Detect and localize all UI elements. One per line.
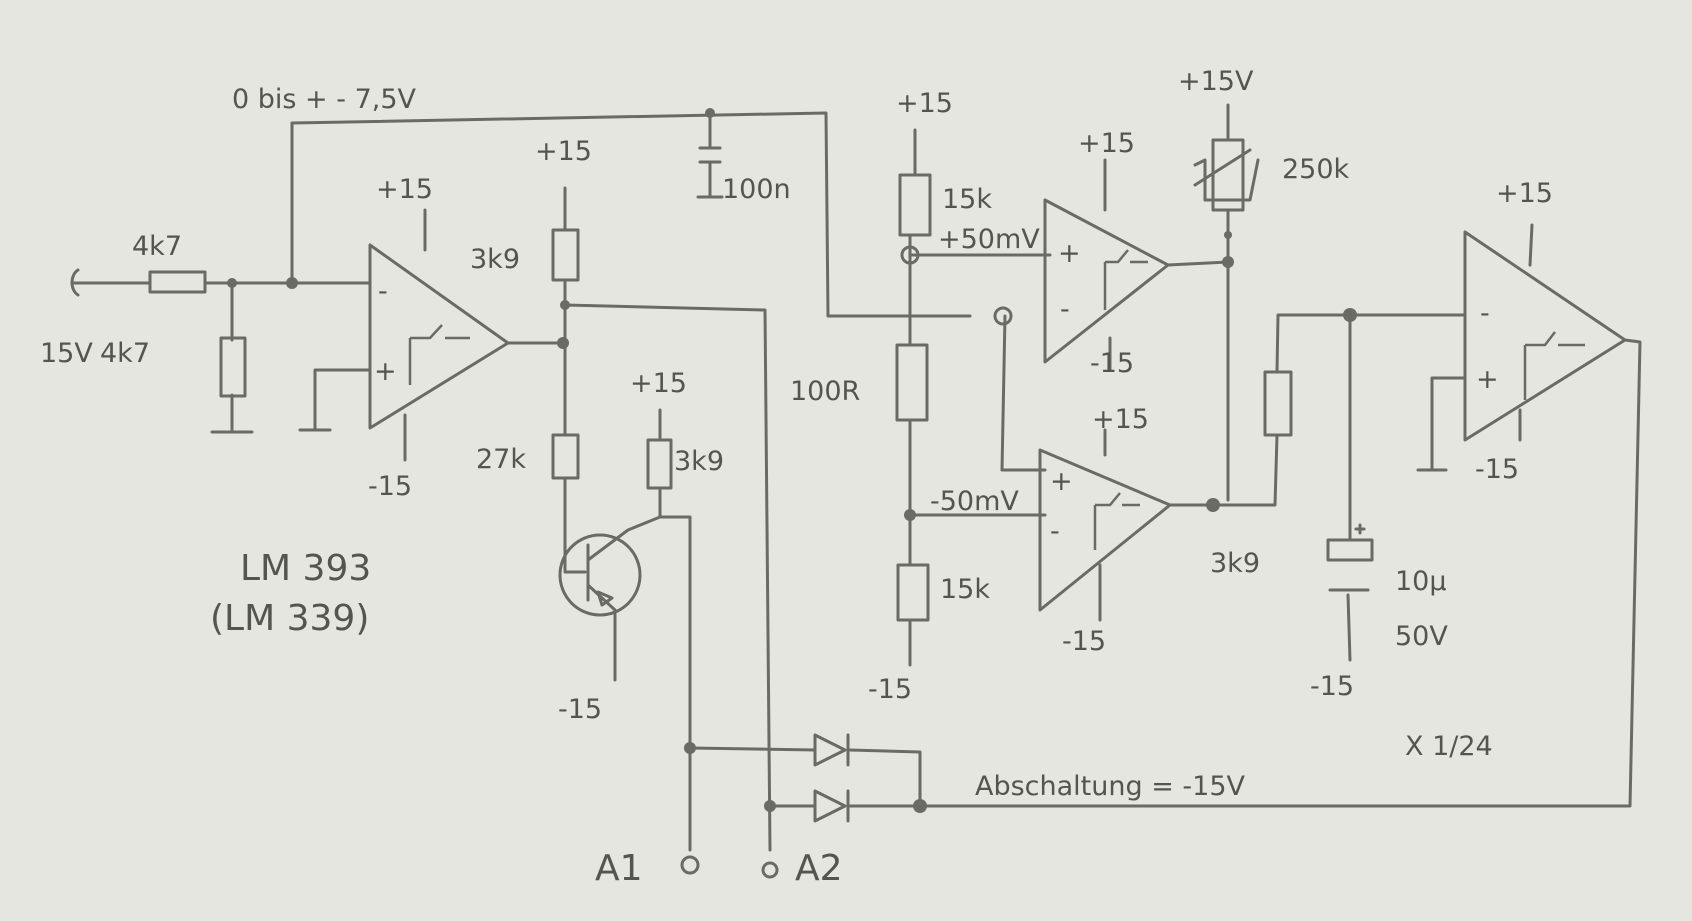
label-c2-vp: +15 bbox=[1078, 128, 1135, 159]
label-c4-vn: -15 bbox=[1475, 454, 1519, 485]
resistor-3k9-base bbox=[646, 438, 673, 490]
label-div-r2: 100R bbox=[790, 376, 860, 407]
resistor-100r bbox=[895, 343, 929, 422]
resistor-3k9-output bbox=[1263, 370, 1293, 437]
diode-1 bbox=[813, 733, 850, 767]
diode-2 bbox=[813, 789, 850, 823]
label-r1: 4k7 bbox=[132, 231, 182, 262]
label-div-r1: 15k bbox=[942, 184, 992, 215]
label-x124: X 1/24 bbox=[1405, 731, 1493, 762]
label-q-v: +15 bbox=[630, 368, 687, 399]
label-a2: A2 bbox=[795, 848, 843, 889]
comparator-2 bbox=[1043, 198, 1170, 364]
junctions bbox=[70, 108, 1357, 879]
label-q-emit: -15 bbox=[558, 694, 602, 725]
terminal-a1 bbox=[680, 855, 700, 875]
label-c1-vp: +15 bbox=[376, 174, 433, 205]
label-cap2-v: 50V bbox=[1395, 621, 1448, 652]
resistor-15k-top bbox=[898, 173, 932, 237]
label-c2-vn: -15 bbox=[1090, 348, 1134, 379]
label-c1-plus: + bbox=[374, 356, 397, 387]
comparator-4 bbox=[1463, 230, 1627, 442]
label-abschaltung: Abschaltung = -15V bbox=[975, 771, 1246, 802]
capacitor-10u bbox=[1326, 523, 1374, 562]
resistor-3k9-pullup bbox=[551, 228, 580, 282]
terminal-a2 bbox=[761, 861, 779, 879]
label-c4-vp: +15 bbox=[1496, 178, 1553, 209]
label-cap2-bot: -15 bbox=[1310, 671, 1354, 702]
label-3k9: 3k9 bbox=[470, 244, 520, 275]
label-3k9-b: 3k9 bbox=[674, 446, 724, 477]
label-cap2: 10µ bbox=[1395, 566, 1447, 597]
label-pullup-v: +15 bbox=[535, 136, 592, 167]
label-r2: 4k7 bbox=[100, 338, 150, 369]
label-div-n: -50mV bbox=[930, 486, 1019, 517]
resistor-4k7-shunt bbox=[219, 336, 247, 398]
label-input-v: 15V bbox=[40, 338, 93, 369]
label-div-p: +50mV bbox=[938, 224, 1040, 255]
label-c4-plus: + bbox=[1476, 364, 1499, 395]
labels: 0 bis + - 7,5V 4k7 15V 4k7 +15 -15 - + +… bbox=[40, 66, 1553, 889]
comparators bbox=[368, 198, 1627, 612]
label-div-bot-v: -15 bbox=[868, 674, 912, 705]
label-a1: A1 bbox=[595, 848, 643, 889]
resistor-15k-bottom bbox=[896, 563, 930, 622]
label-c2-plus: + bbox=[1058, 238, 1081, 269]
label-chip: LM 393 bbox=[240, 548, 371, 589]
transistor bbox=[558, 533, 642, 617]
diodes bbox=[813, 733, 850, 823]
label-div-r3: 15k bbox=[940, 574, 990, 605]
resistor-27k bbox=[551, 433, 580, 480]
label-div-top-v: +15 bbox=[896, 88, 953, 119]
comparator-1 bbox=[368, 243, 510, 430]
label-cap-100n: 100n bbox=[722, 174, 791, 205]
label-pot: 250k bbox=[1282, 154, 1350, 185]
label-c1-minus: - bbox=[378, 276, 388, 307]
resistors bbox=[148, 138, 1293, 622]
label-27k: 27k bbox=[476, 444, 526, 475]
label-c3-plus: + bbox=[1050, 466, 1073, 497]
label-pot-v: +15V bbox=[1178, 66, 1254, 97]
label-c2-minus: - bbox=[1060, 294, 1070, 325]
label-vref: 0 bis + - 7,5V bbox=[232, 84, 417, 115]
label-c4-minus: - bbox=[1480, 298, 1490, 329]
comparator-3 bbox=[1038, 448, 1172, 612]
label-c3-minus: - bbox=[1050, 516, 1060, 547]
label-c1-vn: -15 bbox=[368, 471, 412, 502]
label-chip-alt: (LM 339) bbox=[210, 598, 369, 639]
label-c3-vp: +15 bbox=[1092, 404, 1149, 435]
label-c3-vn: -15 bbox=[1062, 626, 1106, 657]
label-3k9-c: 3k9 bbox=[1210, 548, 1260, 579]
resistor-4k7-series bbox=[148, 270, 207, 294]
